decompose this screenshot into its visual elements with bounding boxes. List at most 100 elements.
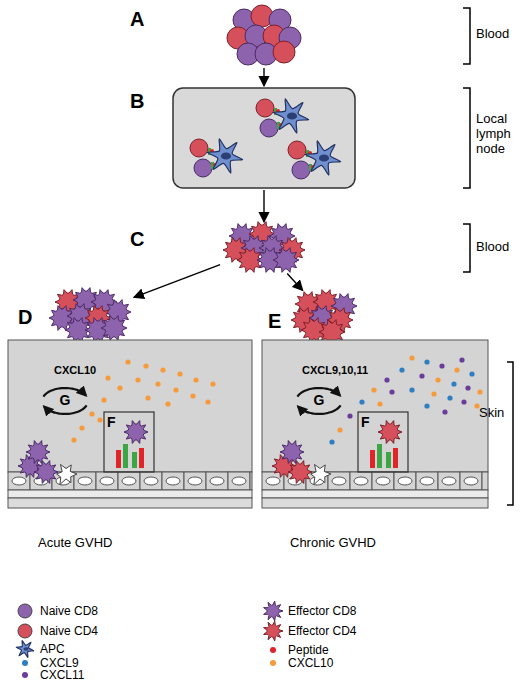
flow-arrow xyxy=(134,265,220,298)
receptor-bar xyxy=(132,452,137,468)
chemokine-dot xyxy=(71,437,76,442)
legend-swatch xyxy=(14,655,36,671)
legend-dot-swatch xyxy=(270,660,276,666)
cycle-label: G xyxy=(292,392,346,408)
basal-nucleus xyxy=(266,477,280,485)
chemokine-dot xyxy=(160,367,165,372)
epidermis xyxy=(262,340,488,472)
chemokine-dot xyxy=(193,377,198,382)
chemokine-dot xyxy=(389,389,394,394)
panel-letter: C xyxy=(130,228,154,251)
legend-text: Naive CD8 xyxy=(40,604,98,618)
basal-cell xyxy=(350,472,372,490)
basal-cell xyxy=(206,472,228,490)
apc-cell xyxy=(305,141,340,175)
basal-cell xyxy=(460,472,482,490)
receptor-bar xyxy=(386,452,391,468)
chemokine-dot xyxy=(145,395,150,400)
naive-cd4-cell xyxy=(256,99,274,117)
naive-cd4-cell xyxy=(288,141,306,159)
receptor-bar xyxy=(116,450,121,468)
chemokine-dot xyxy=(447,395,452,400)
inset-label: F xyxy=(361,414,375,430)
basal-cell xyxy=(96,472,118,490)
basal-nucleus xyxy=(100,477,114,485)
inset-label: F xyxy=(107,414,121,430)
basal-cell xyxy=(184,472,206,490)
bracket xyxy=(507,362,513,505)
basal-nucleus xyxy=(376,477,390,485)
chemokine-dot xyxy=(442,409,447,414)
apc-cell xyxy=(207,139,242,173)
basal-nucleus xyxy=(188,477,202,485)
panel-letter: A xyxy=(130,8,154,31)
chemokine-dot xyxy=(419,373,424,378)
legend-entry: Effector CD4 xyxy=(262,623,356,639)
cycle-symbol: G xyxy=(38,384,92,418)
chemokine-dot xyxy=(399,367,404,372)
damaged-keratinocyte xyxy=(311,464,331,484)
receptor-bar xyxy=(123,444,128,468)
chemokine-dot xyxy=(465,385,470,390)
dermis-band xyxy=(262,498,488,508)
chemokine-dot xyxy=(435,377,440,382)
chemokine-dot xyxy=(371,387,376,392)
basal-cell xyxy=(416,472,438,490)
cycle-symbol: G xyxy=(292,384,346,418)
legend-text: Effector CD8 xyxy=(288,604,356,618)
basal-cell xyxy=(482,472,488,490)
legend-text: Effector CD4 xyxy=(288,624,356,638)
skin-panel: CXCL9,10,11Chronic GVHDGF xyxy=(262,340,488,508)
legend-entry: Naive CD4 xyxy=(14,623,98,639)
naive-cd4-cell xyxy=(190,139,208,157)
receptor-bar xyxy=(370,450,375,468)
basal-cell xyxy=(228,472,250,490)
chemokine-dot xyxy=(101,397,106,402)
legend-swatch xyxy=(14,623,36,639)
basal-nucleus xyxy=(12,477,26,485)
effector-cd8-cell xyxy=(26,441,50,464)
damaged-keratinocyte xyxy=(57,464,77,484)
chemokine-dot xyxy=(190,393,195,398)
effector-cd8-cell xyxy=(101,316,127,341)
panel-letter: B xyxy=(130,90,154,113)
chemokine-dot xyxy=(105,375,110,380)
legend-entry: Effector CD8 xyxy=(262,603,356,619)
chemokine-dot xyxy=(461,399,466,404)
panel-caption: Chronic GVHD xyxy=(290,536,450,551)
cell-cluster: D xyxy=(48,290,132,338)
cell-cluster: E xyxy=(292,292,358,338)
chemokine-label: CXCL10 xyxy=(54,364,134,377)
basal-nucleus xyxy=(420,477,434,485)
basal-cell xyxy=(394,472,416,490)
chemokine-label: CXCL9,10,11 xyxy=(302,364,412,377)
inset-box xyxy=(358,412,408,472)
legend-text: APC xyxy=(40,642,65,656)
chemokine-dot xyxy=(384,377,389,382)
chemokine-dot xyxy=(337,427,342,432)
basal-cell xyxy=(372,472,394,490)
legend-entry: APC xyxy=(14,641,65,657)
basal-nucleus xyxy=(442,477,456,485)
legend-swatch xyxy=(14,603,36,619)
lymph-node: B xyxy=(173,88,355,188)
basal-nucleus xyxy=(398,477,412,485)
chemokine-dot xyxy=(97,417,102,422)
lymph-node-box xyxy=(173,88,355,188)
bracket xyxy=(463,224,470,272)
chemokine-dot xyxy=(474,403,479,408)
basal-nucleus xyxy=(464,477,478,485)
flow-arrow xyxy=(287,273,303,290)
apc-cell xyxy=(273,99,308,133)
cell-cluster: A xyxy=(222,6,306,66)
panel-letter: E xyxy=(268,310,290,333)
legend-cell-swatch xyxy=(18,604,32,618)
basal-cell xyxy=(328,472,350,490)
inset-box: F xyxy=(358,412,408,472)
flow-arrow xyxy=(263,68,264,86)
legend-text: Naive CD4 xyxy=(40,624,98,638)
effector-cd8-cell xyxy=(273,248,299,273)
basement-membrane xyxy=(262,490,488,498)
legend-swatch xyxy=(14,667,36,681)
